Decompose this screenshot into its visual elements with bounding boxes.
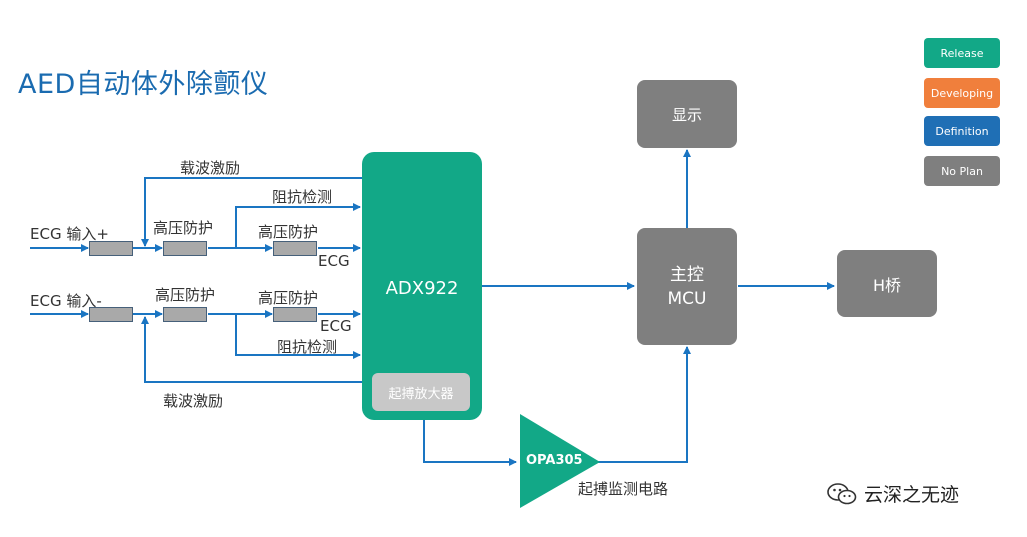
watermark-text: 云深之无迹 <box>864 484 960 506</box>
mcu-label-en: MCU <box>667 288 707 309</box>
hbridge-node: H桥 <box>837 250 937 317</box>
carrier-label-top: 载波激励 <box>180 159 241 177</box>
watermark: 云深之无迹 <box>826 480 959 507</box>
adx922-label: ADX922 <box>385 278 459 299</box>
pace-monitor-label: 起搏监测电路 <box>578 480 669 498</box>
wire-carrier-top <box>141 177 362 247</box>
adx922-node: ADX922 起搏放大器 <box>362 152 482 420</box>
wire-impedance-top <box>235 203 361 248</box>
hv-protect-block-4 <box>273 307 317 322</box>
hv-protect-label-2: 高压防护 <box>258 223 319 241</box>
impedance-label-bottom: 阻抗检测 <box>277 338 338 356</box>
hv-protect-block-3 <box>163 307 207 322</box>
hv-protect-block-2 <box>273 241 317 256</box>
legend-definition: Definition <box>924 116 1000 146</box>
wire-amp-to-opa <box>423 420 517 466</box>
ecg-input-minus-label: ECG 输入- <box>30 292 102 310</box>
input-protect-block-minus <box>89 307 133 322</box>
wire-opa-to-mcu <box>598 346 691 463</box>
legend-developing: Developing <box>924 78 1000 108</box>
page-title: AED自动体外除颤仪 <box>18 69 269 100</box>
carrier-label-bottom: 载波激励 <box>163 392 224 410</box>
pace-amp-node: 起搏放大器 <box>372 373 470 411</box>
hv-protect-label-1: 高压防护 <box>153 219 214 237</box>
hv-protect-label-3: 高压防护 <box>155 286 216 304</box>
legend-no-plan: No Plan <box>924 156 1000 186</box>
ecg-input-plus-label: ECG 输入+ <box>30 225 109 243</box>
opa-amplifier-shape <box>520 414 600 508</box>
legend-release: Release <box>924 38 1000 68</box>
wechat-icon <box>827 482 857 504</box>
input-protect-block-plus <box>89 241 133 256</box>
wire-carrier-bottom <box>141 316 362 383</box>
hv-protect-label-4: 高压防护 <box>258 289 319 307</box>
hv-protect-block-1 <box>163 241 207 256</box>
opa305-label: OPA305 <box>526 453 583 468</box>
ecg-label-bottom: ECG <box>320 317 352 335</box>
wire-impedance-bottom <box>235 314 361 359</box>
mcu-label-cn: 主控 <box>670 264 704 285</box>
ecg-label-top: ECG <box>318 252 350 270</box>
mcu-node: 主控 MCU <box>637 228 737 345</box>
impedance-label-top: 阻抗检测 <box>272 188 333 206</box>
display-node: 显示 <box>637 80 737 148</box>
